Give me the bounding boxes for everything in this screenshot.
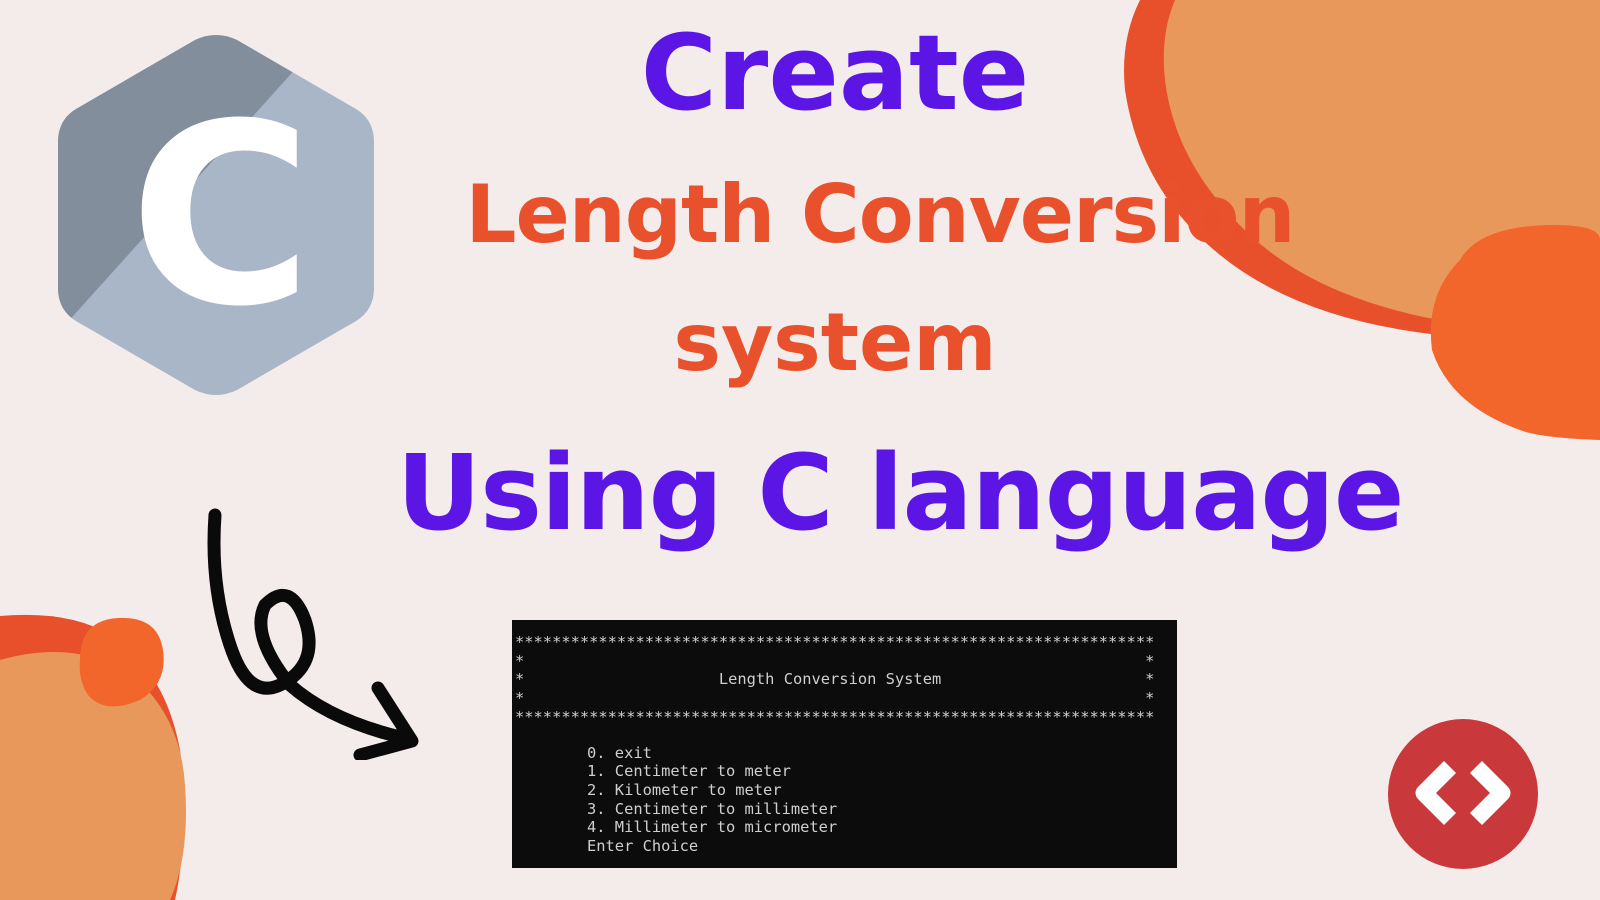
- terminal-window: ****************************************…: [512, 620, 1177, 868]
- terminal-side-line: * *: [515, 651, 1155, 670]
- logo-letter: C: [129, 70, 312, 361]
- curly-arrow-icon: [207, 508, 419, 760]
- terminal-header-line: * Length Conversion System *: [515, 670, 1155, 689]
- terminal-border-bottom: ****************************************…: [515, 707, 1155, 726]
- title-create: Create: [640, 12, 1030, 134]
- terminal-border-top: ****************************************…: [515, 633, 1155, 651]
- c-language-hexagon-icon: C: [58, 35, 374, 395]
- menu-item-mm-to-um: 4. Millimeter to micrometer: [587, 818, 838, 837]
- menu-item-cm-to-m: 1. Centimeter to meter: [587, 762, 791, 781]
- title-length-conversion: Length Conversion: [465, 168, 1296, 261]
- decorative-blob-bottom-left: [0, 614, 186, 900]
- title-system: system: [673, 296, 997, 389]
- menu-item-exit: 0. exit: [587, 743, 652, 762]
- code-brackets-icon: [1388, 719, 1538, 869]
- title-using-c-language: Using C language: [396, 432, 1405, 554]
- enter-choice-prompt: Enter Choice: [587, 837, 699, 856]
- menu-item-cm-to-mm: 3. Centimeter to millimeter: [587, 799, 838, 818]
- decorative-blob-top-right: [1124, 0, 1600, 440]
- menu-item-km-to-m: 2. Kilometer to meter: [587, 780, 782, 799]
- terminal-side-line: * *: [515, 689, 1155, 708]
